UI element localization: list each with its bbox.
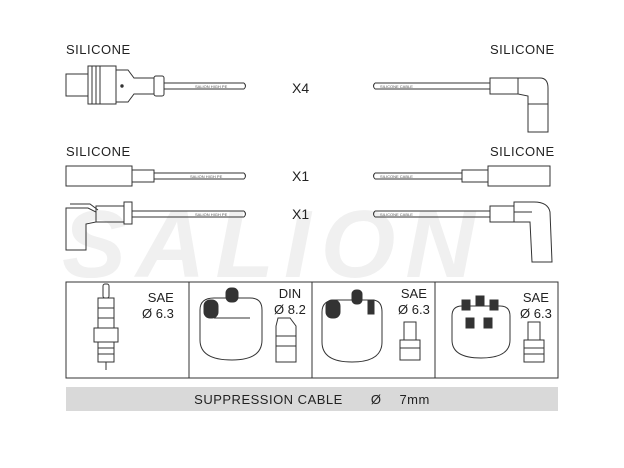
- connector-4-standard: SAE: [522, 290, 549, 305]
- connector-2-spec: DIN Ø 8.2: [274, 286, 306, 318]
- suppression-cable-band: SUPPRESSION CABLE Ø 7mm: [66, 387, 558, 411]
- row3-right-print: SILICONE CABLE: [380, 212, 413, 217]
- row3-left-print: SALION HIGH PE: [195, 212, 228, 217]
- distributor-cap-sae-icon: [321, 289, 421, 363]
- spark-plug-icon: [93, 283, 119, 370]
- row2-right-label: SILICONE: [490, 144, 555, 159]
- connector-1-diameter: Ø 6.3: [142, 306, 174, 321]
- watermark: SALION: [62, 191, 485, 298]
- connector-1-spec: SAE Ø 6.3: [142, 290, 174, 322]
- row1-left-print: SALION HIGH PE: [195, 84, 228, 89]
- connector-2-diameter: Ø 8.2: [274, 302, 306, 317]
- connector-4-spec: SAE Ø 6.3: [520, 290, 552, 322]
- row1-right-print: SILICONE CABLE: [380, 84, 413, 89]
- connector-3-standard: SAE: [400, 286, 427, 301]
- connector-3-spec: SAE Ø 6.3: [398, 286, 430, 318]
- footer-label: SUPPRESSION CABLE: [194, 391, 343, 407]
- connector-3-diameter: Ø 6.3: [398, 302, 430, 317]
- row2-right-boot-icon: [373, 165, 551, 187]
- row1-right-label: SILICONE: [490, 42, 555, 57]
- row1-right-boot-icon: [373, 77, 549, 133]
- connector-2-standard: DIN: [278, 286, 302, 301]
- row2-quantity: X1: [292, 168, 310, 184]
- row2-left-label: SILICONE: [66, 144, 131, 159]
- row3-right-boot-icon: [373, 201, 553, 263]
- distributor-cap-din-icon: [199, 287, 297, 363]
- row3-quantity: X1: [292, 206, 310, 222]
- connector-4-diameter: Ø 6.3: [520, 306, 552, 321]
- row1-left-label: SILICONE: [66, 42, 131, 57]
- row1-left-boot-icon: [65, 65, 246, 105]
- distributor-cap-multi-icon: [451, 295, 545, 363]
- row3-left-boot-icon: [65, 201, 246, 251]
- footer-size: 7mm: [399, 391, 430, 407]
- connector-1-standard: SAE: [147, 290, 174, 305]
- footer-diameter-symbol: Ø: [370, 391, 382, 407]
- row2-left-print: SALION HIGH PE: [190, 174, 223, 179]
- row2-right-print: SILICONE CABLE: [380, 174, 413, 179]
- row1-quantity: X4: [292, 80, 310, 96]
- row2-left-boot-icon: [65, 165, 246, 187]
